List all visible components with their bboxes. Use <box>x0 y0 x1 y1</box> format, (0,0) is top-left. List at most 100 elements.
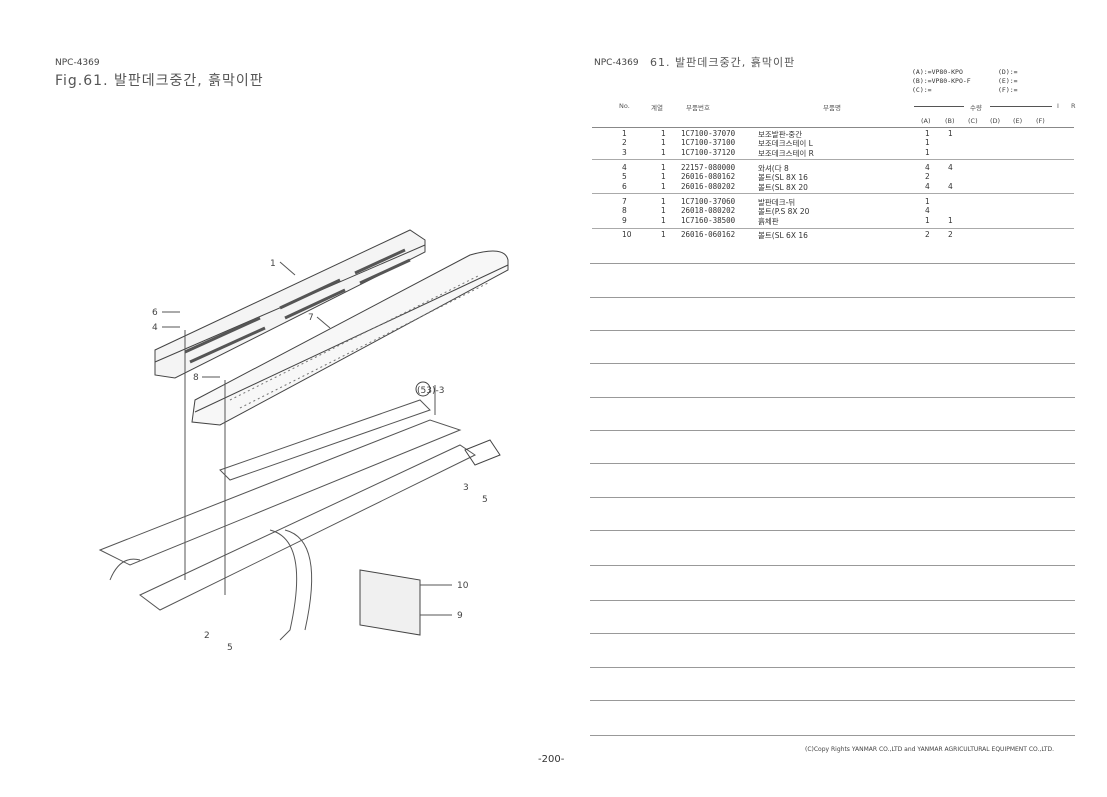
qty-col-c: (C) <box>968 117 978 125</box>
table-row: 4 1 22157-080000 와셔(다 8 4 4 <box>590 163 1070 173</box>
row-no: 9 <box>622 216 627 225</box>
table-row: 6 1 26016-080202 볼트(SL 8X 20 4 4 <box>590 182 1070 192</box>
row-series: 1 <box>661 163 666 172</box>
row-no: 10 <box>622 230 632 239</box>
callout-6: 6 <box>152 308 158 318</box>
callout-5a: 5 <box>482 495 488 505</box>
model-b: (B):=VP80-KPO-F <box>912 77 971 85</box>
row-part-name: 보조데크스테이 R <box>758 149 814 158</box>
callout-8: 8 <box>193 373 199 383</box>
row-series: 1 <box>661 182 666 191</box>
qty-col-d: (D) <box>990 117 1001 125</box>
table-row: 5 1 26016-080162 볼트(SL 8X 16 2 <box>590 172 1070 182</box>
qty-col-f: (F) <box>1036 117 1045 125</box>
row-part-name: 볼트(SL 8X 20 <box>758 183 808 192</box>
header-no: No. <box>619 102 630 110</box>
empty-row-line <box>590 700 1075 701</box>
model-e: (E):= <box>998 77 1018 85</box>
row-no: 5 <box>622 172 627 181</box>
empty-row-line <box>590 735 1075 736</box>
qty-col-e: (E) <box>1013 117 1023 125</box>
row-qty-a: 4 <box>925 182 930 191</box>
row-no: 3 <box>622 148 627 157</box>
empty-row-line <box>590 297 1075 298</box>
row-series: 1 <box>661 148 666 157</box>
row-series: 1 <box>661 138 666 147</box>
row-qty-a: 1 <box>925 138 930 147</box>
left-page-code: NPC-4369 <box>55 58 100 68</box>
row-part-name: 볼트(SL 8X 16 <box>758 173 808 182</box>
row-qty-b: 4 <box>948 182 953 191</box>
callout-2: 2 <box>204 631 210 641</box>
row-part-no: 26018-080202 <box>681 206 736 215</box>
page-number: -200- <box>538 754 565 765</box>
row-part-name: 볼트(P.S 8X 20 <box>758 207 810 216</box>
header-part-no: 부품번호 <box>686 104 710 112</box>
row-series: 1 <box>661 172 666 181</box>
row-qty-a: 1 <box>925 216 930 225</box>
figure-title: Fig.61. 발판데크중간, 흙막이판 <box>55 73 264 89</box>
right-page-code: NPC-4369 <box>594 58 639 68</box>
parts-diagram: 1 7 6 4 8 (53)-3 3 5 10 9 2 5 <box>98 229 509 653</box>
empty-row-line <box>590 463 1075 464</box>
qty-col-b: (B) <box>945 117 955 125</box>
row-no: 7 <box>622 197 627 206</box>
row-part-name: 볼트(SL 6X 16 <box>758 231 808 240</box>
model-c: (C):= <box>912 86 932 94</box>
row-qty-a: 2 <box>925 172 930 181</box>
row-part-no: 26016-060162 <box>681 230 736 239</box>
row-series: 1 <box>661 230 666 239</box>
row-no: 4 <box>622 163 627 172</box>
callout-7: 7 <box>308 313 314 323</box>
callout-9: 9 <box>457 611 463 621</box>
row-part-no: 22157-080000 <box>681 163 736 172</box>
empty-row-line <box>590 330 1075 331</box>
row-qty-a: 1 <box>925 129 930 138</box>
empty-row-line <box>590 263 1075 264</box>
row-part-no: 1C7100-37100 <box>681 138 736 147</box>
row-part-no: 1C7100-37120 <box>681 148 736 157</box>
row-no: 6 <box>622 182 627 191</box>
mud-flap-9 <box>359 569 421 636</box>
row-qty-a: 1 <box>925 148 930 157</box>
row-part-name: 발판데크-뒤 <box>758 198 796 207</box>
empty-row-line <box>590 497 1075 498</box>
row-part-name: 흙체판 <box>758 217 779 226</box>
model-a: (A):=VP80-KPO <box>912 68 963 76</box>
empty-row-line <box>590 667 1075 668</box>
row-series: 1 <box>661 129 666 138</box>
row-series: 1 <box>661 216 666 225</box>
row-series: 1 <box>661 206 666 215</box>
row-qty-a: 1 <box>925 197 930 206</box>
callout-53-3: (53)-3 <box>417 386 444 396</box>
model-f: (F):= <box>998 86 1018 94</box>
row-no: 8 <box>622 206 627 215</box>
header-i: I <box>1057 102 1059 110</box>
row-qty-b: 4 <box>948 163 953 172</box>
row-no: 1 <box>622 129 627 138</box>
row-part-no: 26016-080162 <box>681 172 736 181</box>
callout-3: 3 <box>463 483 469 493</box>
row-part-no: 26016-080202 <box>681 182 736 191</box>
row-part-no: 1C7160-38500 <box>681 216 736 225</box>
callout-4: 4 <box>152 323 158 333</box>
header-r: R <box>1071 102 1076 110</box>
qty-col-a: (A) <box>921 117 931 125</box>
step-plate-1 <box>154 229 426 379</box>
row-qty-a: 4 <box>925 163 930 172</box>
header-series: 계열 <box>651 104 663 112</box>
empty-row-line <box>590 430 1075 431</box>
row-part-name: 와셔(다 8 <box>758 164 789 173</box>
row-qty-b: 1 <box>948 216 953 225</box>
row-part-name: 보조데크스테이 L <box>758 139 813 148</box>
row-part-name: 보조발판-중간 <box>758 130 803 139</box>
empty-row-line <box>590 565 1075 566</box>
row-part-no: 1C7100-37060 <box>681 197 736 206</box>
empty-row-line <box>590 363 1075 364</box>
copyright: (C)Copy Rights YANMAR CO.,LTD and YANMAR… <box>805 746 1055 753</box>
row-qty-a: 2 <box>925 230 930 239</box>
empty-row-line <box>590 600 1075 601</box>
